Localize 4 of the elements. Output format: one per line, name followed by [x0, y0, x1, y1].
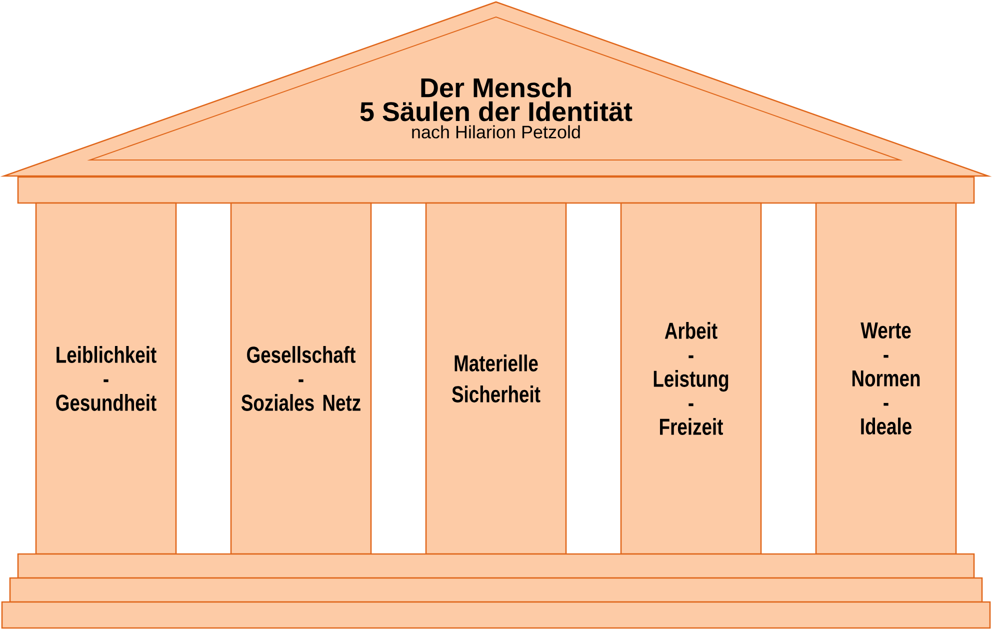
- base-step: [1, 601, 991, 629]
- base-step: [17, 553, 975, 579]
- base-step: [9, 577, 983, 603]
- entablature-beam: [17, 176, 975, 204]
